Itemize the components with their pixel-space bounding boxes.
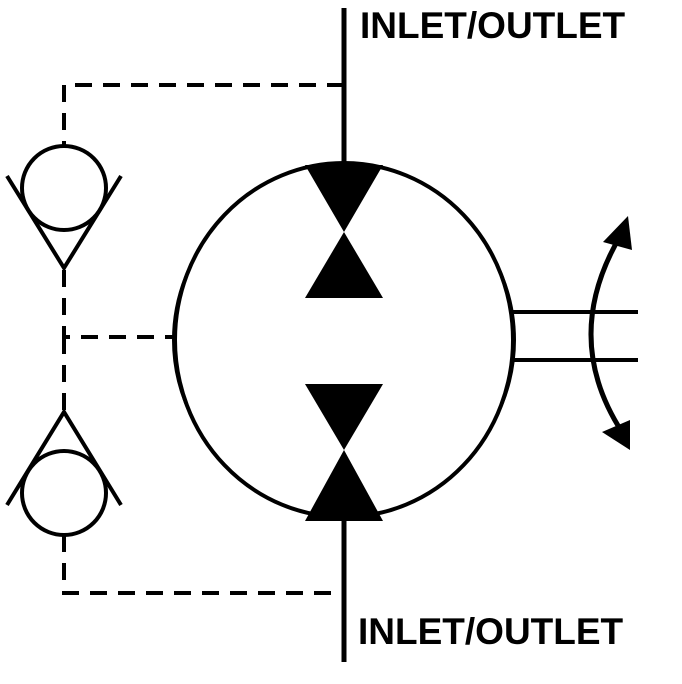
lower-check-valve-ball [20,449,108,537]
rotation-arrowhead-down [602,420,630,450]
top-inner-triangle [305,232,383,298]
rotation-arrowhead-up [603,216,632,250]
top-outer-triangle [305,165,383,232]
bottom-port-label: INLET/OUTLET [358,611,624,652]
rotation-arc [588,231,625,434]
top-port-label: INLET/OUTLET [360,5,626,46]
bottom-pilot-line [62,535,344,595]
middle-pilot-line [62,270,175,339]
bottom-inner-triangle [305,384,383,450]
upper-check-valve-seat [5,174,123,272]
top-pilot-line [62,83,344,148]
lower-check-valve-seat [5,408,123,507]
upper-check-valve-ball [20,144,108,232]
lower-check-valve [5,408,123,537]
pilot-dashed-lines [62,83,344,595]
upper-check-valve [5,144,123,272]
bottom-outer-triangle [305,450,383,521]
